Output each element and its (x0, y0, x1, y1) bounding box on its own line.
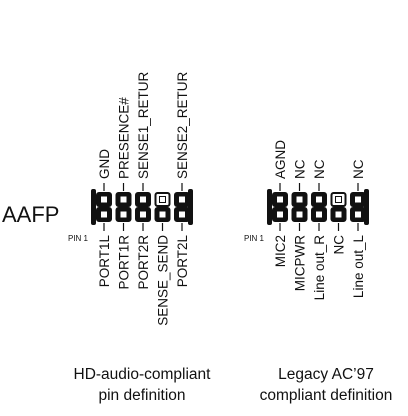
hd-bottom-pin-label: PORT2L (175, 235, 190, 288)
ac-top-pin-label: NC (312, 159, 327, 179)
hd-bottom-pin-label: SENSE_SEND (156, 235, 171, 326)
hd-top-pin-label: GND (97, 149, 112, 179)
hd-audio-header: PIN 1 GND PRESENCE# SENSE1_RETUR SENSE2_RET… (68, 71, 193, 326)
hd-top-pin-label: SENSE1_RETUR (136, 71, 151, 179)
ac-pin-hole (355, 196, 361, 203)
ac-bottom-pin-label: Line out_L (351, 235, 366, 299)
ac97-caption-line2: compliant definition (259, 387, 393, 404)
ac-pin-hole (355, 211, 361, 218)
ac-pin-hole (316, 196, 322, 203)
ac-pin-hole (335, 211, 342, 218)
hd-pin-hole (140, 196, 146, 203)
hd-pin1-label: PIN 1 (68, 234, 89, 243)
hd-bottom-pin-label: PORT1R (117, 235, 132, 290)
hd-pin-hole (159, 196, 166, 203)
hd-pin-hole (101, 211, 107, 218)
ac-top-pin-label: AGND (273, 140, 288, 179)
ac97-header-body (267, 189, 369, 225)
hd-top-pin-label: PRESENCE# (117, 97, 132, 179)
ac-bottom-pin-label: Line out_R (312, 235, 327, 301)
hd-pin-hole (120, 196, 127, 203)
ac-bracket-left (267, 189, 272, 225)
ac-pin-hole (277, 196, 283, 203)
ac-bottom-pin-label: NC (332, 235, 347, 255)
ac-top-pin-label: NC (293, 159, 308, 179)
ac-bottom-pin-label: MICPWR (293, 235, 308, 291)
ac-pin-hole (296, 211, 303, 218)
hd-bracket-left (91, 189, 96, 225)
hd-pin-hole (140, 211, 146, 218)
ac-pin-hole (335, 196, 342, 203)
hd-bottom-pin-label: PORT2R (136, 235, 151, 290)
hd-pin-hole (179, 196, 185, 203)
ac-bottom-pin-label: MIC2 (273, 235, 288, 267)
hd-pin-hole (159, 211, 166, 218)
hd-top-labels: GND PRESENCE# SENSE1_RETUR SENSE2_RETUR (97, 71, 190, 191)
hd-caption-line1: HD-audio-compliant (73, 366, 211, 383)
hd-top-pin-label: SENSE2_RETUR (175, 71, 190, 179)
hd-audio-caption: HD-audio-compliant pin definition (52, 364, 232, 406)
ac97-pin1-label: PIN 1 (244, 234, 265, 243)
ac-pin-hole (277, 211, 283, 218)
hd-pin-hole (120, 211, 127, 218)
hd-bottom-labels: PORT1L PORT1R PORT2R SENSE_SEND PORT2L (97, 223, 190, 326)
hd-pin-hole (101, 196, 107, 203)
hd-header-body (91, 189, 193, 225)
hd-pin-hole (179, 211, 185, 218)
ac97-bottom-labels: MIC2 MICPWR Line out_R NC Line out_L (273, 223, 366, 300)
hd-bottom-pin-label: PORT1L (97, 235, 112, 288)
connector-title: AAFP (2, 202, 59, 227)
hd-caption-line2: pin definition (98, 387, 186, 404)
ac97-caption: Legacy AC’97 compliant definition (236, 364, 408, 406)
ac97-caption-line1: Legacy AC’97 (278, 366, 374, 383)
ac-top-pin-label: NC (351, 159, 366, 179)
ac-pin-hole (316, 211, 322, 218)
ac-pin-hole (296, 196, 303, 203)
